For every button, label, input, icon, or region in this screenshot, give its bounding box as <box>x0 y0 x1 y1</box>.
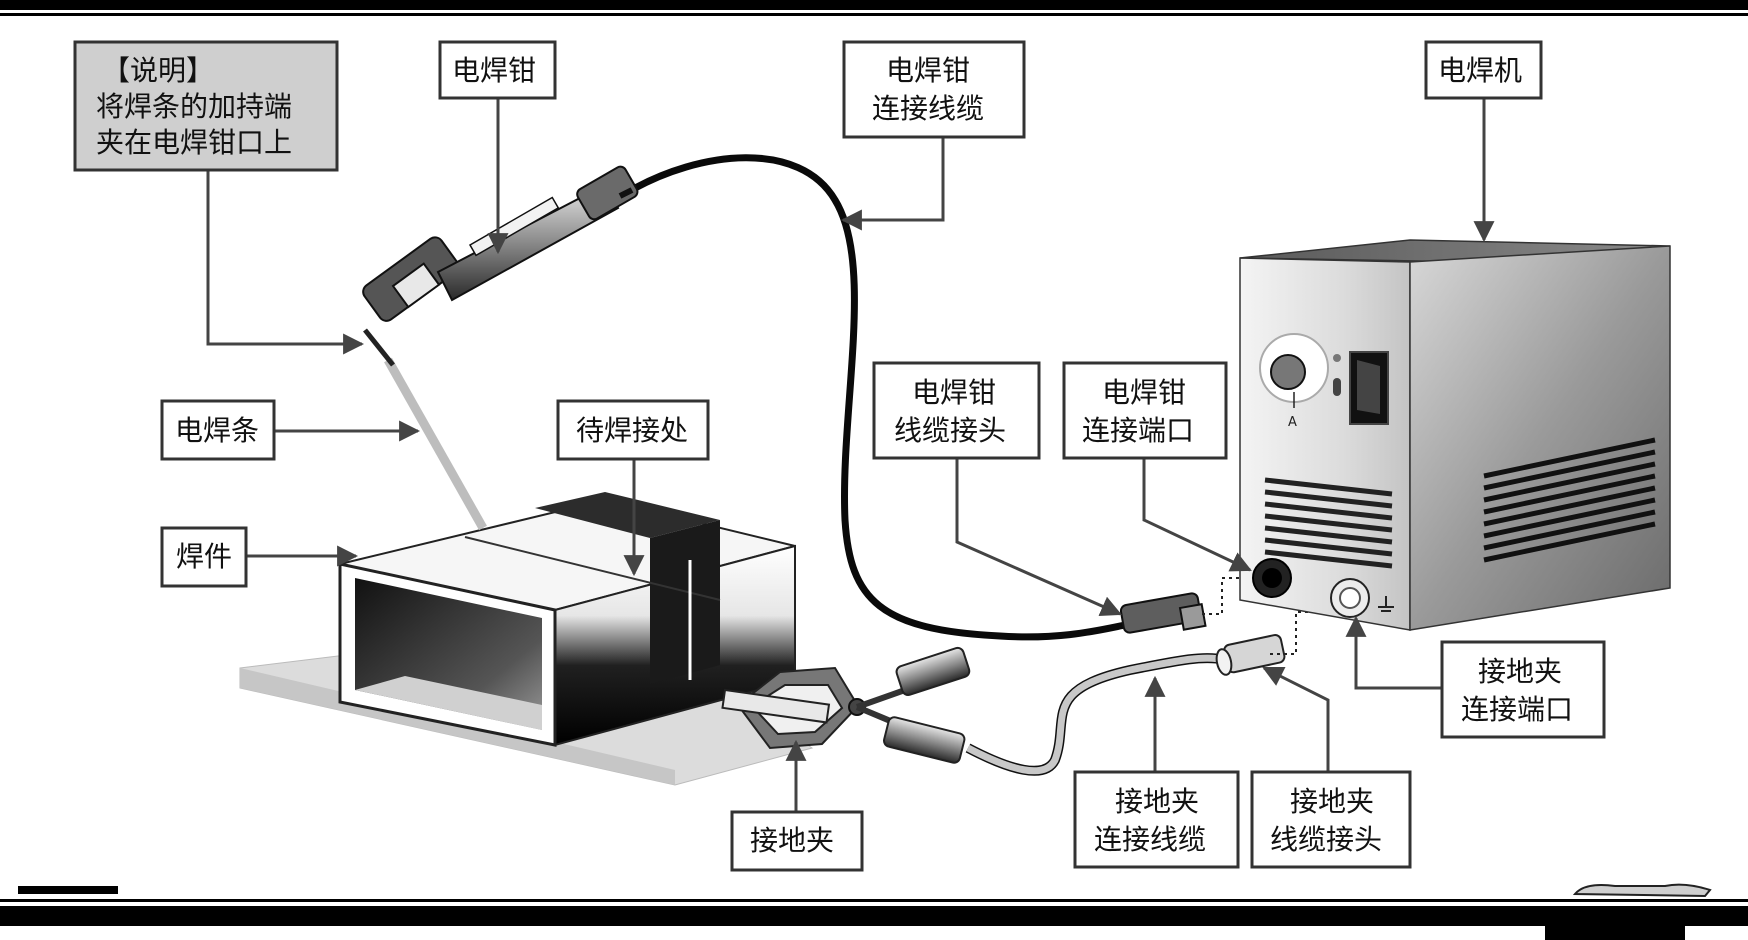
corner-decoration <box>1572 883 1712 898</box>
label-tongs-port-2: 连接端口 <box>1082 414 1194 447</box>
top-border-thin <box>0 13 1748 16</box>
leader-tongs-cable <box>840 137 945 231</box>
ground-clamp-device <box>721 646 971 764</box>
callout-tongs-port: 电焊钳 连接端口 <box>1062 361 1228 460</box>
callout-clamp-cable: 接地夹 连接线缆 <box>1073 770 1240 869</box>
label-ground-clamp: 接地夹 <box>750 824 834 857</box>
leader-tongs-port <box>1142 458 1252 572</box>
label-clamp-cable-1: 接地夹 <box>1115 785 1199 818</box>
front-vent <box>1264 477 1393 569</box>
callout-welding-machine: 电焊机 <box>1424 40 1543 100</box>
callout-workpiece: 焊件 <box>160 526 248 588</box>
label-clamp-connector-1: 接地夹 <box>1290 785 1374 818</box>
callout-welding-tongs: 电焊钳 <box>438 40 557 100</box>
label-clamp-port-1: 接地夹 <box>1478 655 1562 688</box>
leader-note <box>206 170 365 355</box>
label-tongs-cable-2: 连接线缆 <box>872 92 984 125</box>
ground-cable-connector <box>1215 634 1286 676</box>
callout-electrode: 电焊条 <box>160 399 276 461</box>
callout-weld-spot: 待焊接处 <box>556 399 710 461</box>
note-callout: 【说明】 将焊条的加持端 夹在电焊钳口上 <box>73 40 339 172</box>
ground-cable <box>965 653 1227 776</box>
label-workpiece: 焊件 <box>176 540 232 573</box>
bottom-border-thin <box>0 899 1748 902</box>
leader-clamp-connector <box>1262 666 1330 772</box>
weld-seam-band <box>535 492 720 538</box>
dial-unit-label: A <box>1288 415 1297 430</box>
label-tongs-connector-2: 线缆接头 <box>894 414 1006 447</box>
note-title: 【说明】 <box>102 54 214 87</box>
label-clamp-port-2: 连接端口 <box>1461 693 1573 726</box>
leader-tongs-connector <box>955 458 1122 616</box>
welding-tongs-device <box>362 165 639 367</box>
label-clamp-connector-2: 线缆接头 <box>1270 823 1382 856</box>
bottom-left-tab <box>18 886 118 894</box>
label-tongs-cable-1: 电焊钳 <box>886 54 970 87</box>
label-weld-spot: 待焊接处 <box>576 414 688 447</box>
label-tongs-connector-1: 电焊钳 <box>912 376 996 409</box>
label-welding-tongs: 电焊钳 <box>452 54 536 87</box>
welding-machine-device: A <box>1239 239 1671 631</box>
workpiece-tube <box>338 492 796 747</box>
label-welding-machine: 电焊机 <box>1438 54 1522 87</box>
callout-clamp-port: 接地夹 连接端口 <box>1440 640 1606 739</box>
label-tongs-port-1: 电焊钳 <box>1102 376 1186 409</box>
ground-symbol-icon <box>1378 596 1394 612</box>
leader-clamp-port <box>1345 615 1442 690</box>
callout-tongs-cable: 电焊钳 连接线缆 <box>842 40 1026 139</box>
side-vent <box>1483 437 1656 563</box>
callout-clamp-connector: 接地夹 线缆接头 <box>1250 770 1412 869</box>
tongs-port-guide <box>1202 577 1255 615</box>
top-border <box>0 0 1748 10</box>
note-line-2: 夹在电焊钳口上 <box>96 126 292 159</box>
callout-tongs-connector: 电焊钳 线缆接头 <box>872 361 1041 460</box>
note-line-1: 将焊条的加持端 <box>96 90 292 123</box>
label-electrode: 电焊条 <box>175 414 259 447</box>
label-clamp-cable-2: 连接线缆 <box>1094 823 1206 856</box>
bottom-right-tab <box>1545 926 1685 940</box>
electrode-rod <box>384 357 487 531</box>
tongs-cable-connector <box>1119 592 1207 634</box>
callout-ground-clamp: 接地夹 <box>730 810 864 872</box>
tongs-cable <box>626 154 1126 641</box>
bottom-border <box>0 906 1748 926</box>
